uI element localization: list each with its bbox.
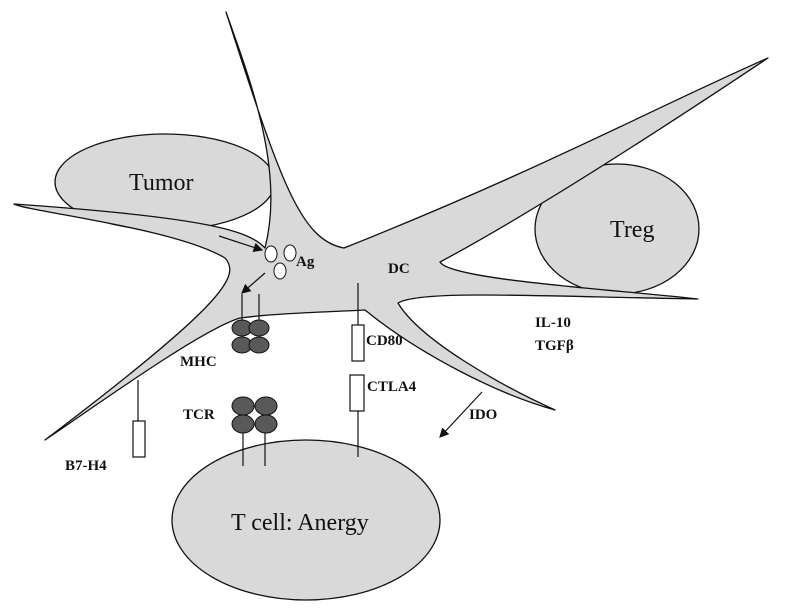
tumor-label: Tumor — [129, 170, 193, 196]
ag-to-mhc-arrow — [241, 272, 266, 294]
tcr-subunit — [231, 414, 255, 434]
b7h4-label: B7-H4 — [65, 458, 107, 474]
tcr-subunit — [254, 414, 278, 434]
mhc-subunit — [248, 336, 270, 354]
tgfb-label: TGFβ — [535, 338, 574, 354]
antigen-particles — [264, 244, 297, 280]
mhc-subunit — [248, 319, 270, 337]
dc-label: DC — [388, 261, 410, 277]
tcell-label: T cell: Anergy — [231, 510, 369, 536]
tcr-subunit — [254, 396, 278, 416]
ag-label: Ag — [296, 254, 315, 270]
cd80-receptor — [351, 283, 365, 362]
tcr-subunit — [231, 396, 255, 416]
ido-arrow — [439, 391, 483, 438]
tumor-to-ag-arrow — [218, 235, 264, 252]
il10-label: IL-10 — [535, 315, 571, 331]
mhc-complex — [231, 294, 270, 354]
antigen-particle — [273, 262, 287, 280]
ctla4-receptor — [349, 374, 365, 457]
b7h4-receptor — [132, 380, 146, 458]
cd80-label: CD80 — [366, 333, 403, 349]
antigen-particle — [283, 244, 297, 262]
mhc-label: MHC — [180, 354, 217, 370]
t-cell — [171, 439, 441, 601]
dendritic-cell — [13, 11, 769, 441]
ido-label: IDO — [469, 407, 497, 423]
tcr-label: TCR — [183, 407, 215, 423]
tcr-complex — [231, 396, 278, 466]
antigen-particle — [264, 245, 278, 263]
ctla4-label: CTLA4 — [367, 379, 417, 395]
treg-label: Treg — [610, 217, 654, 243]
